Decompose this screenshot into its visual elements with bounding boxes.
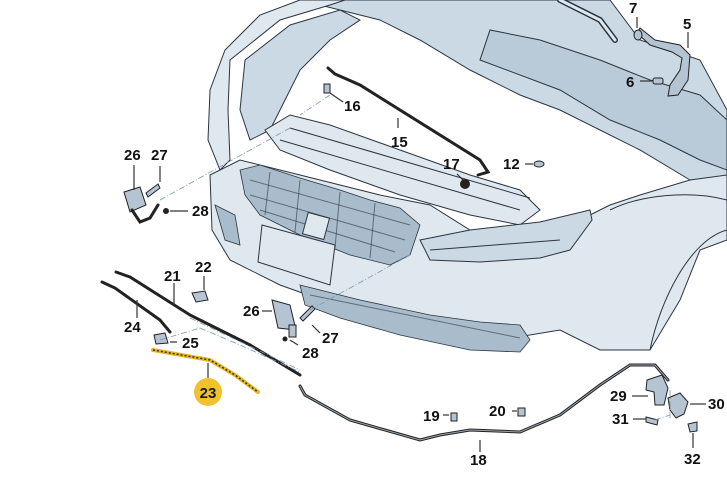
leader-lines xyxy=(133,17,706,452)
part-12-grommet[interactable] xyxy=(533,160,545,168)
label-part-6[interactable]: 6 xyxy=(626,74,634,91)
label-part-28-center[interactable]: 28 xyxy=(302,345,319,362)
part-18-release-cable[interactable] xyxy=(298,363,670,442)
label-part-7[interactable]: 7 xyxy=(629,0,637,17)
part-30-bracket[interactable] xyxy=(667,392,689,419)
part-28-nut-left[interactable] xyxy=(163,208,169,214)
brand-badge xyxy=(301,211,331,241)
part-23-cable-highlighted[interactable] xyxy=(151,348,260,394)
label-part-23-highlighted[interactable]: 23 xyxy=(194,378,222,406)
label-part-15[interactable]: 15 xyxy=(391,134,408,151)
label-part-5[interactable]: 5 xyxy=(683,16,691,33)
part-26-latch-left[interactable] xyxy=(123,186,160,224)
label-part-29[interactable]: 29 xyxy=(610,388,627,405)
label-part-27-center[interactable]: 27 xyxy=(322,330,339,347)
part-6-bolt[interactable] xyxy=(652,77,664,85)
label-part-18[interactable]: 18 xyxy=(470,452,487,469)
highlight-badge xyxy=(194,378,222,406)
label-part-26-left[interactable]: 26 xyxy=(124,147,141,164)
part-19-clip[interactable] xyxy=(450,412,458,422)
part-5-hood-hinge[interactable] xyxy=(636,27,691,97)
part-28-nut-center[interactable] xyxy=(282,336,288,342)
part-21-release-cable[interactable] xyxy=(114,270,302,377)
grille-mesh xyxy=(249,171,411,259)
label-part-23[interactable]: 23 xyxy=(200,385,217,402)
label-part-31[interactable]: 31 xyxy=(612,411,629,428)
part-27-bolt-left[interactable] xyxy=(145,183,161,198)
part-32-clip[interactable] xyxy=(687,421,698,433)
assembly-lines xyxy=(159,94,671,421)
label-part-22[interactable]: 22 xyxy=(195,259,212,276)
label-part-21[interactable]: 21 xyxy=(164,268,181,285)
label-part-16[interactable]: 16 xyxy=(344,98,361,115)
label-part-25[interactable]: 25 xyxy=(182,335,199,352)
label-part-20[interactable]: 20 xyxy=(489,403,506,420)
label-part-28-left[interactable]: 28 xyxy=(192,203,209,220)
car-body xyxy=(207,0,727,353)
label-part-26-center[interactable]: 26 xyxy=(243,303,260,320)
part-7-nut[interactable] xyxy=(633,29,643,41)
part-25-holder[interactable] xyxy=(153,332,169,345)
part-31-screw[interactable] xyxy=(645,416,659,426)
part-20-clip[interactable] xyxy=(517,407,526,417)
label-part-30[interactable]: 30 xyxy=(708,396,725,413)
part-17-grommet[interactable] xyxy=(460,179,470,189)
part-29-release-handle[interactable] xyxy=(645,374,669,406)
label-part-17[interactable]: 17 xyxy=(443,156,460,173)
part-26-latch-center[interactable] xyxy=(271,299,297,338)
part-16-clip[interactable] xyxy=(323,83,331,94)
label-part-24[interactable]: 24 xyxy=(124,319,141,336)
part-22-cover[interactable] xyxy=(191,290,209,303)
part-15-support-rod[interactable] xyxy=(326,66,491,177)
label-part-12[interactable]: 12 xyxy=(503,156,520,173)
label-part-27-left[interactable]: 27 xyxy=(151,147,168,164)
label-part-19[interactable]: 19 xyxy=(423,408,440,425)
part-labels: 7 5 6 12 15 16 17 18 19 20 21 22 24 25 2… xyxy=(124,0,725,469)
label-part-32[interactable]: 32 xyxy=(684,451,701,468)
